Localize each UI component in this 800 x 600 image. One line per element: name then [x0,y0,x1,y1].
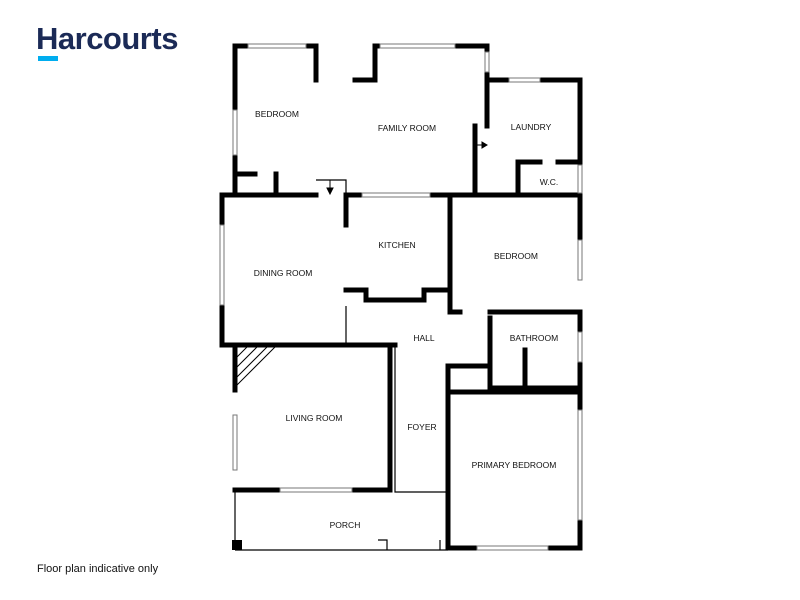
staircase [236,346,277,387]
room-label-dining-room: DINING ROOM [254,268,313,278]
logo-wordmark: Harcourts [36,21,178,56]
room-label-bedroom: BEDROOM [255,109,299,119]
room-label-bedroom-2: BEDROOM [494,251,538,261]
room-label-porch: PORCH [330,520,361,530]
arrows [326,141,488,196]
logo-accent-bar [38,56,58,61]
room-label-bathroom: BATHROOM [510,333,558,343]
room-label-living-room: LIVING ROOM [286,413,343,423]
room-label-hall: HALL [413,333,435,343]
room-label-foyer: FOYER [407,422,436,432]
thin-walls [234,179,448,551]
harcourts-logo: Harcourts [36,21,178,61]
room-label-family-room: FAMILY ROOM [378,123,436,133]
walls [219,43,583,551]
windows [219,43,583,551]
room-label-laundry: LAUNDRY [511,122,552,132]
room-label-wc: W.C. [540,177,558,187]
room-label-primary-bedroom: PRIMARY BEDROOM [472,460,557,470]
disclaimer-text: Floor plan indicative only [37,563,159,575]
porch-area [232,540,242,550]
room-label-kitchen: KITCHEN [378,240,415,250]
